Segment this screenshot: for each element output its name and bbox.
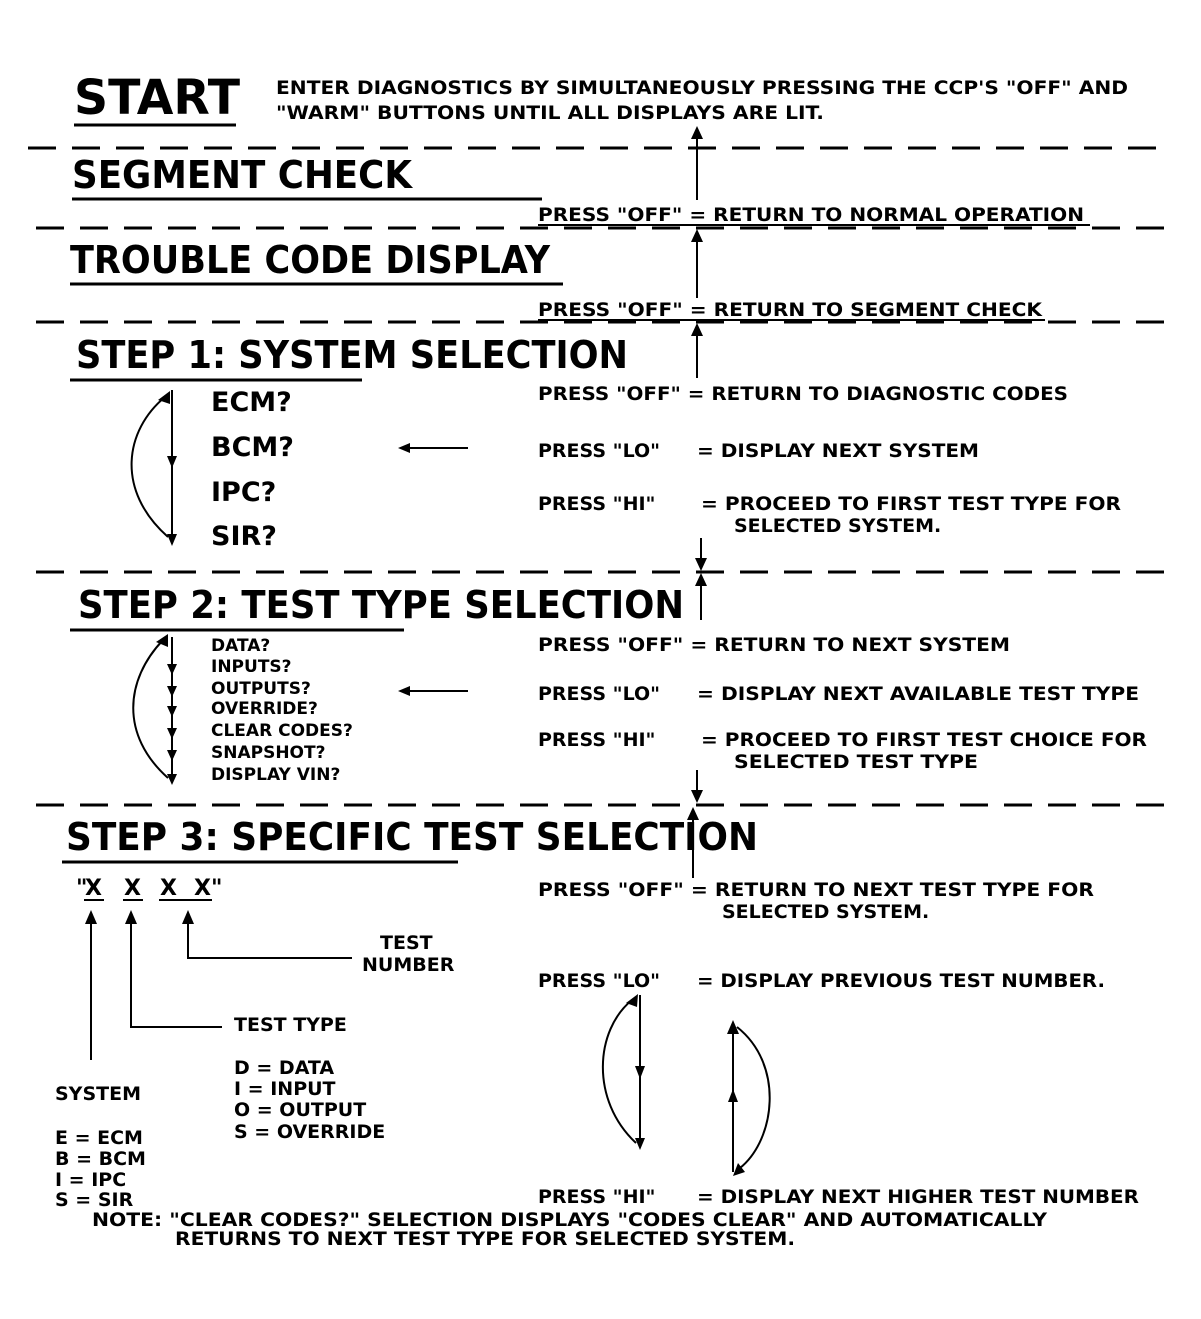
step2-press-hi-key: PRESS "HI" [538, 729, 655, 751]
test-number-leader-arrowhead [182, 910, 194, 924]
code-open-quote: " [76, 876, 87, 901]
flow-up-arrowhead-step3 [687, 807, 699, 820]
step2-cycle-arrowhead-5 [167, 750, 177, 761]
test-number-leader-line [187, 922, 352, 959]
step2-item-inputs: INPUTS? [211, 657, 292, 677]
step2-item-clear-codes: CLEAR CODES? [211, 721, 353, 741]
step2-cycle-arrowhead-7 [156, 634, 168, 647]
step2-lo-pointer-arrowhead [398, 686, 410, 696]
step2-press-off: PRESS "OFF" = RETURN TO NEXT SYSTEM [538, 634, 1010, 656]
step2-press-hi-value-line2: SELECTED TEST TYPE [734, 751, 978, 773]
step1-cycle-arrowhead-2 [167, 534, 177, 546]
start-instruction-line2: "WARM" BUTTONS UNTIL ALL DISPLAYS ARE LI… [276, 102, 824, 124]
step2-cycle-arrowhead-1 [167, 664, 177, 675]
system-bcm: B = BCM [55, 1148, 146, 1170]
step3-title: STEP 3: SPECIFIC TEST SELECTION [66, 815, 758, 859]
step1-press-lo-key: PRESS "LO" [538, 440, 660, 462]
segment-check-press-off: PRESS "OFF" = RETURN TO NORMAL OPERATION [538, 204, 1084, 226]
hi-cycle-arrowhead-3 [733, 1163, 745, 1176]
step2-cycle-arrowhead-4 [167, 728, 177, 739]
step1-press-hi-value-line2: SELECTED SYSTEM. [734, 515, 941, 537]
step1-press-hi-key: PRESS "HI" [538, 493, 655, 515]
system-label: SYSTEM [55, 1083, 141, 1105]
step3-press-hi-key: PRESS "HI" [538, 1186, 655, 1208]
flow-down-arrowhead-step2 [691, 790, 703, 803]
start-title: START [74, 70, 240, 126]
trouble-code-press-off: PRESS "OFF" = RETURN TO SEGMENT CHECK [538, 299, 1043, 321]
step3-press-off-line1: PRESS "OFF" = RETURN TO NEXT TEST TYPE F… [538, 879, 1094, 901]
step2-cycle-arrowhead-3 [167, 706, 177, 717]
hi-cycle-arrowhead-2 [728, 1089, 738, 1102]
code-number-char-1: X [160, 876, 177, 901]
flow-up-arrowhead-start [691, 126, 703, 139]
system-ecm: E = ECM [55, 1127, 143, 1149]
step2-cycle-arrowhead-6 [167, 774, 177, 785]
step1-lo-pointer-arrowhead [398, 443, 410, 453]
step2-item-snapshot: SNAPSHOT? [211, 743, 325, 763]
step1-cycle-arrowhead-1 [167, 456, 177, 468]
test-number-label-line2: NUMBER [362, 954, 455, 976]
step3-press-off-line2: SELECTED SYSTEM. [722, 901, 929, 923]
note-line2: RETURNS TO NEXT TEST TYPE FOR SELECTED S… [175, 1228, 795, 1250]
step1-cycle-return-curve [130, 396, 169, 538]
test-number-label-line1: TEST [380, 932, 433, 954]
flow-up-arrowhead-segment [691, 229, 703, 242]
system-sir: S = SIR [55, 1189, 134, 1211]
flow-down-arrowhead-step1 [695, 558, 707, 571]
test-type-data: D = DATA [234, 1057, 334, 1079]
test-type-output: O = OUTPUT [234, 1099, 366, 1121]
step2-item-data: DATA? [211, 636, 270, 656]
step2-press-lo-value: = DISPLAY NEXT AVAILABLE TEST TYPE [697, 683, 1139, 705]
code-close-quote: " [211, 876, 222, 901]
hi-cycle-return-curve [736, 1026, 771, 1169]
step3-press-lo-value: = DISPLAY PREVIOUS TEST NUMBER. [697, 970, 1105, 992]
step2-cycle-arrowhead-2 [167, 686, 177, 697]
note-line1: NOTE: "CLEAR CODES?" SELECTION DISPLAYS … [92, 1209, 1047, 1231]
step2-item-display-vin: DISPLAY VIN? [211, 765, 340, 785]
step1-press-off: PRESS "OFF" = RETURN TO DIAGNOSTIC CODES [538, 383, 1068, 405]
step1-press-lo-value: = DISPLAY NEXT SYSTEM [697, 440, 979, 462]
step3-press-hi-value: = DISPLAY NEXT HIGHER TEST NUMBER [697, 1186, 1139, 1208]
system-ipc: I = IPC [55, 1169, 126, 1191]
step1-title: STEP 1: SYSTEM SELECTION [76, 333, 628, 377]
code-number-char-2: X [194, 876, 211, 901]
test-type-override: S = OVERRIDE [234, 1121, 385, 1143]
step2-press-hi-value-line1: = PROCEED TO FIRST TEST CHOICE FOR [701, 729, 1147, 751]
flow-up-arrowhead-trouble [691, 323, 703, 336]
step1-press-hi-value-line1: = PROCEED TO FIRST TEST TYPE FOR [701, 493, 1121, 515]
flow-up-arrowhead-step2 [695, 573, 707, 586]
test-type-leader-line [130, 922, 222, 1028]
step1-item-ipc: IPC? [211, 477, 276, 508]
lo-cycle-arrowhead-2 [635, 1138, 645, 1150]
test-type-input: I = INPUT [234, 1078, 336, 1100]
step3-press-lo-key: PRESS "LO" [538, 970, 660, 992]
hi-cycle-arrowhead-1 [727, 1020, 739, 1034]
lo-cycle-return-curve [601, 999, 637, 1144]
test-type-leader-arrowhead [125, 910, 137, 924]
step1-item-ecm: ECM? [211, 387, 292, 418]
step2-item-outputs: OUTPUTS? [211, 679, 311, 699]
step2-item-override: OVERRIDE? [211, 699, 318, 719]
step2-title: STEP 2: TEST TYPE SELECTION [78, 583, 684, 627]
trouble-code-title: TROUBLE CODE DISPLAY [70, 238, 550, 282]
start-instruction-line1: ENTER DIAGNOSTICS BY SIMULTANEOUSLY PRES… [276, 77, 1128, 99]
step1-item-bcm: BCM? [211, 432, 294, 463]
lo-cycle-arrowhead-1 [635, 1066, 645, 1079]
system-leader-arrowhead [85, 910, 97, 924]
step2-press-lo-key: PRESS "LO" [538, 683, 660, 705]
segment-check-title: SEGMENT CHECK [72, 153, 413, 197]
lo-cycle-arrowhead-3 [626, 994, 638, 1007]
step2-cycle-return-curve [132, 639, 169, 779]
code-type-char: X [124, 876, 141, 901]
test-type-label: TEST TYPE [234, 1014, 347, 1036]
step1-item-sir: SIR? [211, 521, 277, 552]
step1-cycle-arrowhead-3 [158, 391, 170, 404]
code-system-char: X [85, 876, 102, 901]
